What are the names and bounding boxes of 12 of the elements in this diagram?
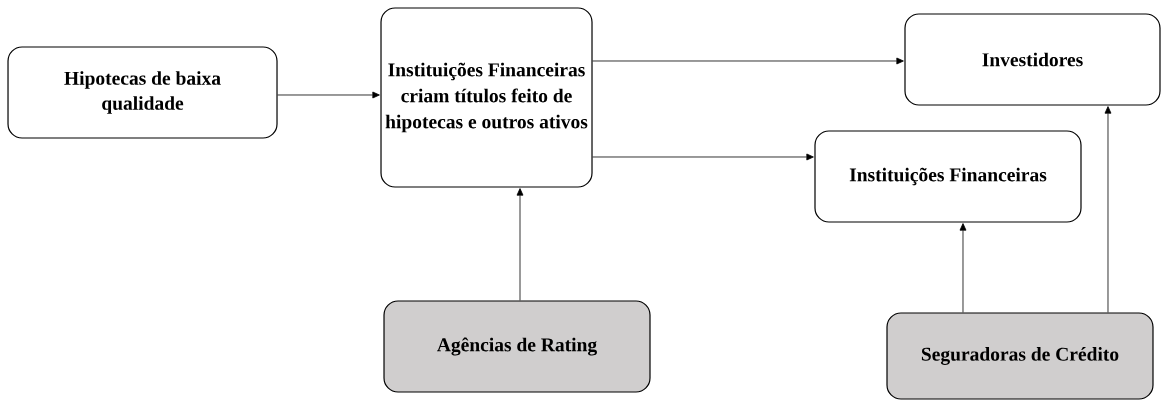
arrow	[1104, 106, 1112, 313]
arrow	[592, 57, 904, 65]
process-box: Agências de Rating	[383, 300, 651, 393]
process-box: Hipotecas de baixa qualidade	[7, 46, 278, 139]
process-box: Seguradoras de Crédito	[886, 312, 1154, 400]
arrow	[592, 153, 814, 161]
process-box: Instituições Financeiras	[814, 130, 1082, 223]
arrow	[516, 188, 524, 301]
arrow	[277, 91, 380, 99]
process-box: Instituições Financeiras criam títulos feito de hipotecas e outros ativos	[380, 7, 593, 188]
process-box: Investidores	[904, 13, 1161, 106]
arrow	[959, 223, 967, 313]
